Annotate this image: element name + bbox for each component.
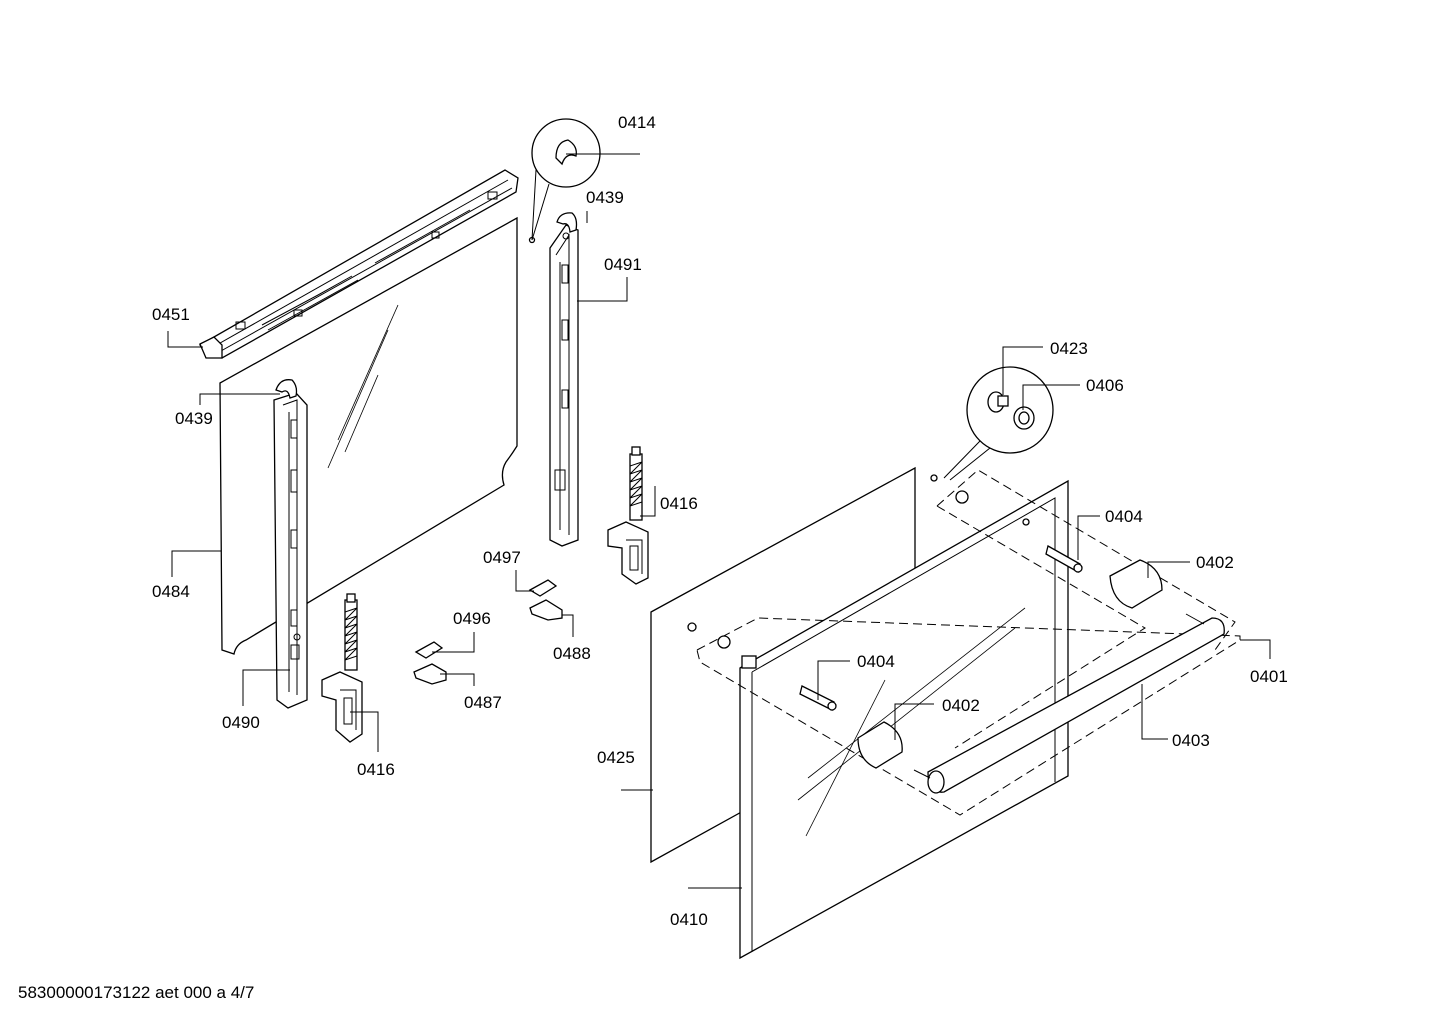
callout-0487: 0487 xyxy=(464,693,502,712)
bushing-lower xyxy=(717,635,731,649)
callout-0410: 0410 xyxy=(670,910,708,929)
callout-0406: 0406 xyxy=(1086,376,1124,395)
pin-lower xyxy=(799,685,837,711)
callout-0402-lower: 0402 xyxy=(942,696,980,715)
callout-0497: 0497 xyxy=(483,548,521,567)
callout-0425: 0425 xyxy=(597,748,635,767)
door-handle-bar xyxy=(913,613,1225,794)
right-hinge-rail xyxy=(549,224,579,547)
callout-0488: 0488 xyxy=(553,644,591,663)
leader-lines xyxy=(167,153,1271,889)
dashed-outline-upper xyxy=(936,469,1236,651)
inner-glass-panel xyxy=(219,216,518,655)
callout-0401: 0401 xyxy=(1250,667,1288,686)
pin-upper xyxy=(1045,545,1083,573)
clip-right xyxy=(556,212,578,233)
bushing-upper xyxy=(955,490,969,504)
detail-circle-0423-0406 xyxy=(943,366,1054,481)
callout-0491: 0491 xyxy=(604,255,642,274)
callout-0403: 0403 xyxy=(1172,731,1210,750)
callout-0404-upper: 0404 xyxy=(1105,507,1143,526)
small-hinge-parts xyxy=(413,579,563,685)
top-trim-strip xyxy=(199,169,519,359)
callout-0490: 0490 xyxy=(222,713,260,732)
callout-0451: 0451 xyxy=(152,305,190,324)
callout-0416-upper: 0416 xyxy=(660,494,698,513)
callout-0484: 0484 xyxy=(152,582,190,601)
door-frame xyxy=(739,479,1069,960)
callout-0496: 0496 xyxy=(453,609,491,628)
clip-left xyxy=(275,379,298,399)
hinge-right xyxy=(607,446,649,585)
left-hinge-rail xyxy=(273,392,308,709)
callout-0416-lower: 0416 xyxy=(357,760,395,779)
document-id-footer: 58300000173122 aet 000 a 4/7 xyxy=(18,983,255,1002)
handle-mount-lower xyxy=(857,721,903,769)
callout-0439-upper: 0439 xyxy=(586,188,624,207)
callout-0414: 0414 xyxy=(618,113,656,132)
callout-0404-lower: 0404 xyxy=(857,652,895,671)
callout-0423: 0423 xyxy=(1050,339,1088,358)
handle-mount-upper xyxy=(1109,559,1163,609)
hinge-left xyxy=(321,593,363,743)
callout-0439-lower: 0439 xyxy=(175,409,213,428)
dashed-outline-mid xyxy=(936,505,1146,749)
callout-0402-upper: 0402 xyxy=(1196,553,1234,572)
detail-circle-0414 xyxy=(531,118,601,241)
